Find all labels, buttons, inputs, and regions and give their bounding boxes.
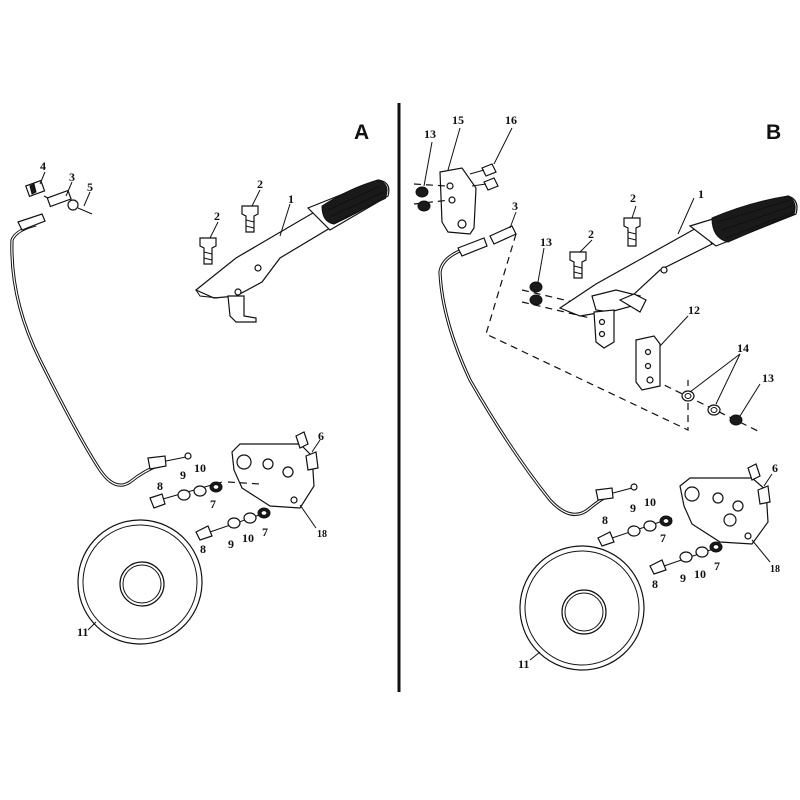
brake-caliper-a [227,431,319,509]
callouts-b: 13 15 16 3 2 2 1 13 12 14 13 6 8 9 10 7 … [424,113,780,671]
callout-1: 1 [288,192,294,206]
callout-2: 2 [588,227,594,241]
callout-8: 8 [200,542,206,556]
brake-disc-b [519,545,645,671]
callout-2: 2 [630,191,636,205]
callout-18: 18 [317,529,327,540]
nuts-13-b [529,281,543,306]
panel-a-letter: A [354,121,369,144]
brake-cable-a [10,213,192,487]
callout-11: 11 [77,625,88,639]
callout-9: 9 [228,537,234,551]
leader-lines-b [423,127,773,661]
handbrake-lever-a [194,179,390,323]
bolt-stack-lower-b [649,541,723,575]
callout-12: 12 [688,303,700,317]
callout-3: 3 [512,199,518,213]
dashed-routing-b [485,233,761,433]
callout-8: 8 [652,577,658,591]
brake-disc-a [77,519,203,645]
callouts-a: 4 3 5 2 2 1 6 8 9 10 7 8 9 10 7 18 11 [40,159,327,639]
callout-8: 8 [157,479,163,493]
callout-9: 9 [630,501,636,515]
panel-a: A [10,121,390,645]
callout-10: 10 [242,531,254,545]
callout-1: 1 [698,187,704,201]
callout-9: 9 [680,571,686,585]
callout-9: 9 [180,468,186,482]
panel-b-letter: B [766,121,781,144]
bolts-2-b [569,217,641,279]
callout-11: 11 [518,657,529,671]
callout-4: 4 [40,159,46,173]
callout-13: 13 [540,235,552,249]
callout-15: 15 [452,113,464,127]
callout-10: 10 [644,495,656,509]
bolts-2-a [199,205,259,265]
callout-10: 10 [694,567,706,581]
callout-7: 7 [714,559,720,573]
handbrake-lever-b [558,195,798,349]
callout-16: 16 [505,113,517,127]
bolt-stack-upper-b [597,515,673,547]
callout-7: 7 [210,497,216,511]
cable-end-fitting-a [25,179,93,215]
callout-3: 3 [69,170,75,184]
mount-plate-b [635,335,661,391]
callout-5: 5 [87,180,93,194]
bolt-stack-lower-a [195,507,271,541]
callout-13: 13 [424,127,436,141]
callout-13: 13 [762,371,774,385]
callout-6: 6 [772,461,778,475]
brake-cable-b [438,225,638,516]
callout-7: 7 [660,531,666,545]
bolt-stack-upper-a [149,481,223,509]
callout-2: 2 [214,209,220,223]
washers-14-b [681,390,743,426]
brake-caliper-b [679,463,771,545]
callout-18: 18 [770,564,780,575]
callout-14: 14 [737,341,749,355]
callout-10: 10 [194,461,206,475]
panel-b: B [413,113,798,671]
bracket-assembly-b [413,163,499,235]
callout-7: 7 [262,525,268,539]
leader-lines-a [39,171,321,631]
callout-6: 6 [318,429,324,443]
callout-2: 2 [257,177,263,191]
callout-8: 8 [602,513,608,527]
